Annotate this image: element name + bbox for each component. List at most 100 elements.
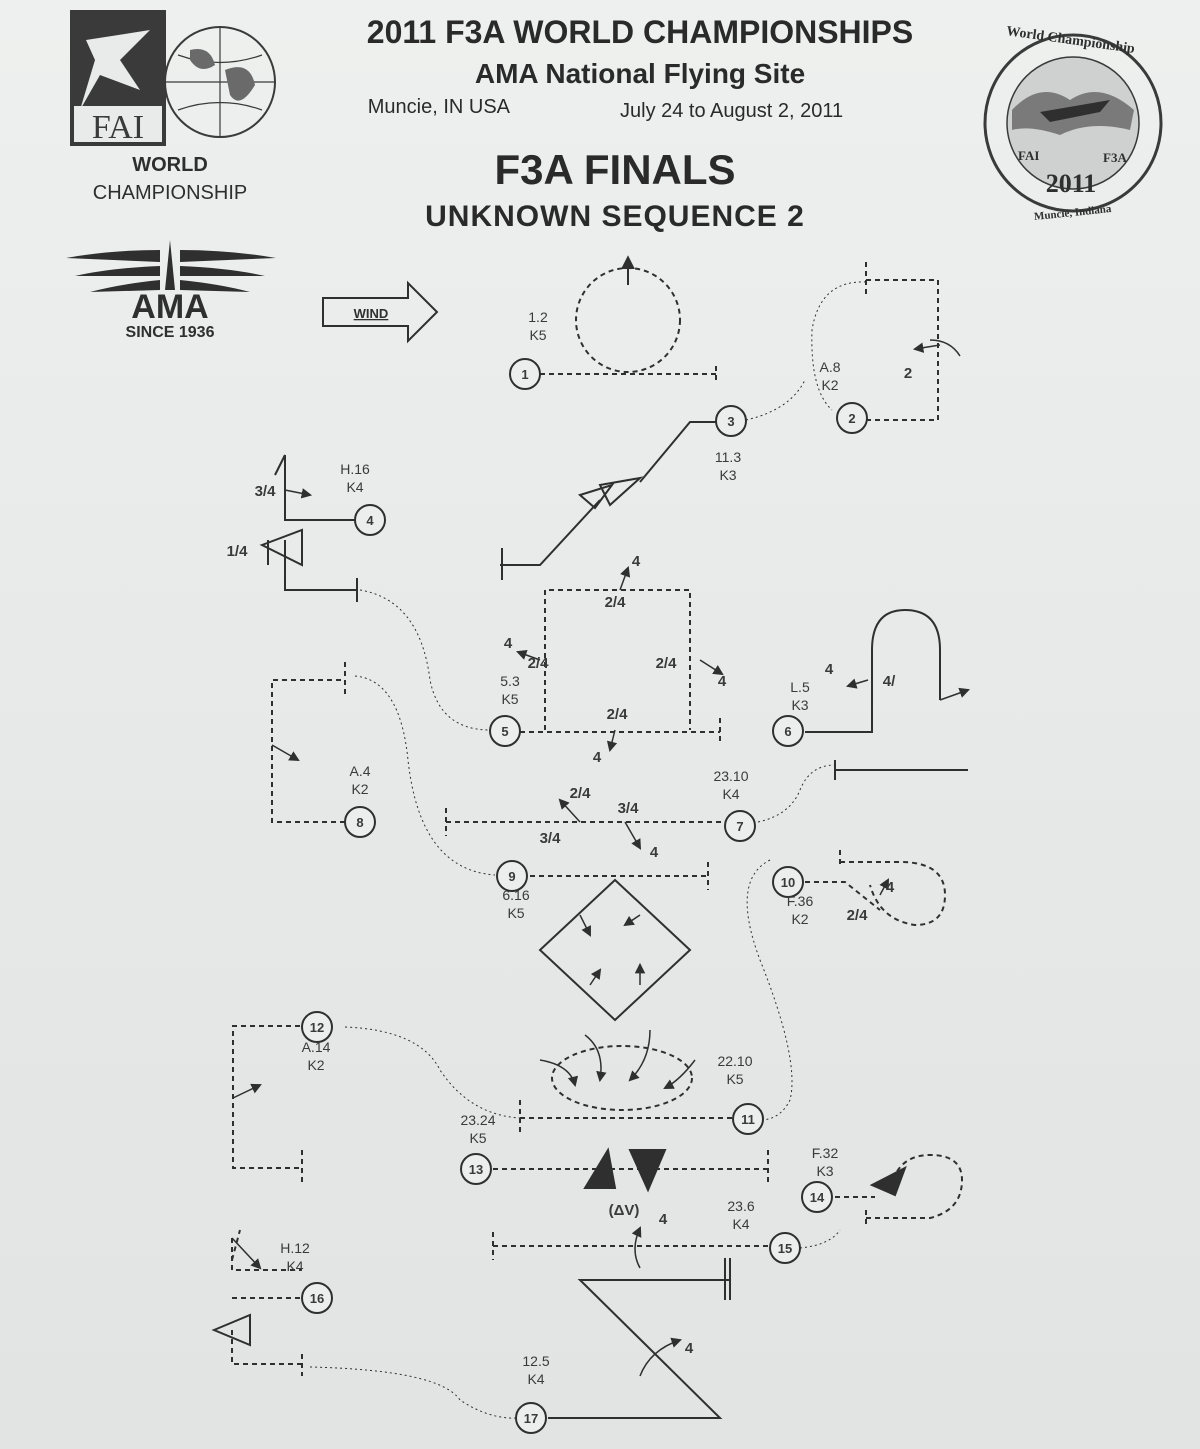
badge-year: 2011: [1046, 169, 1097, 198]
maneuver-number-circle: [301, 1011, 333, 1043]
plane-icon: [1040, 100, 1110, 122]
fai-caption-line1: WORLD: [132, 154, 208, 176]
maneuver-number: 7: [736, 819, 743, 834]
maneuver-code: 23.10: [713, 768, 748, 784]
roll-mark: 4: [718, 673, 727, 690]
maneuver-code: 23.24: [460, 1112, 495, 1128]
maneuver-k-factor: K4: [346, 479, 363, 495]
fai-caption-line2: CHAMPIONSHIP: [92, 182, 248, 204]
roll-mark: 1/4: [227, 543, 249, 560]
maneuver-code: H.16: [340, 461, 370, 477]
roll-mark: 4: [886, 879, 895, 896]
maneuver-number-circle: [769, 1232, 801, 1264]
maneuver-code: 11.3: [715, 449, 741, 465]
maneuver-number: 11: [741, 1112, 755, 1127]
maneuver-number: 12: [310, 1020, 324, 1035]
maneuver-code: 6.16: [502, 887, 529, 903]
roll-mark: 4: [650, 844, 659, 861]
maneuver-code: A.8: [819, 359, 840, 375]
maneuver-k-factor: K4: [722, 786, 739, 802]
badge-top-text: World Championship: [1005, 24, 1136, 57]
maneuver-number: 15: [778, 1241, 792, 1256]
roll-mark: 4: [504, 635, 513, 652]
maneuver-code: 22.10: [717, 1053, 752, 1069]
eagle-icon: [80, 30, 150, 110]
wind-label: WIND: [354, 306, 389, 321]
maneuver-number-circle: [460, 1153, 492, 1185]
roll-mark: 2/4: [528, 655, 550, 672]
maneuver-number-circle: [509, 358, 541, 390]
roll-mark: 2/4: [847, 907, 869, 924]
roll-mark: 2/4: [570, 785, 592, 802]
maneuver-number-circle: [732, 1103, 764, 1135]
maneuver-code: L.5: [790, 679, 810, 695]
maneuver-k-factor: K2: [791, 911, 808, 927]
maneuver-code: F.36: [787, 893, 814, 909]
maneuver-number: 10: [781, 875, 795, 890]
wind-arrow: WIND: [322, 280, 439, 344]
figure-paths: [211, 255, 970, 1419]
roll-mark: 4: [825, 661, 834, 678]
maneuver-labels: 11.2K52A.8K2311.3K34H.16K455.3K56L.5K372…: [280, 309, 868, 1434]
maneuver-code: 5.3: [500, 673, 520, 689]
roll-mark: 4: [593, 749, 602, 766]
badge-f3a: F3A: [1103, 150, 1127, 165]
maneuver-number: 6: [784, 724, 791, 739]
maneuver-k-factor: K2: [821, 377, 838, 393]
maneuver-number-circle: [344, 806, 376, 838]
maneuver-number-circle: [301, 1282, 333, 1314]
fai-text: FAI: [92, 109, 144, 146]
maneuver-number: 9: [508, 869, 515, 884]
maneuver-k-factor: K3: [816, 1163, 833, 1179]
fai-logo: FAI: [70, 10, 276, 146]
site-name: AMA National Flying Site: [474, 58, 806, 89]
maneuver-code: A.14: [302, 1039, 331, 1055]
location: Muncie, IN USA: [367, 96, 510, 118]
championship-badge: World Championship FAI F3A 2011 Muncie, …: [983, 24, 1163, 223]
roll-mark: 2/4: [656, 655, 678, 672]
ama-text: AMA: [131, 288, 208, 326]
maneuver-number: 14: [810, 1190, 825, 1205]
maneuver-code: 1.2: [528, 309, 548, 325]
maneuver-number-circle: [496, 860, 528, 892]
maneuver-code: F.32: [812, 1145, 839, 1161]
maneuver-number-circle: [489, 715, 521, 747]
roll-mark: 3/4: [540, 830, 562, 847]
maneuver-number: 13: [469, 1162, 483, 1177]
roll-mark: 3/4: [255, 483, 277, 500]
maneuver-code: 23.6: [727, 1198, 754, 1214]
maneuver-number: 16: [310, 1291, 324, 1306]
maneuver-k-factor: K5: [507, 905, 524, 921]
roll-mark: 4: [659, 1211, 668, 1228]
torch-icon: [165, 240, 175, 290]
maneuver-code: H.12: [280, 1240, 310, 1256]
main-title: F3A FINALS: [494, 146, 736, 193]
maneuver-number-circle: [836, 402, 868, 434]
roll-mark: 4/: [883, 673, 896, 690]
maneuver-k-factor: K5: [726, 1071, 743, 1087]
maneuver-k-factor: K4: [732, 1216, 749, 1232]
maneuver-number: 3: [727, 414, 734, 429]
maneuver-number: 1: [521, 367, 528, 382]
ama-logo: AMA SINCE 1936: [66, 240, 276, 341]
maneuver-k-factor: K2: [307, 1057, 324, 1073]
badge-fai: FAI: [1018, 148, 1039, 163]
maneuver-code: A.4: [349, 763, 370, 779]
roll-mark: (ΔV): [609, 1202, 640, 1219]
maneuver-number: 4: [366, 513, 374, 528]
maneuver-code: 12.5: [522, 1353, 549, 1369]
roll-mark: 2: [904, 365, 912, 382]
maneuver-k-factor: K3: [719, 467, 736, 483]
maneuver-number-circle: [772, 715, 804, 747]
event-title: 2011 F3A WORLD CHAMPIONSHIPS: [366, 14, 914, 50]
maneuver-number-circle: [515, 1402, 547, 1434]
roll-mark: 2/4: [605, 594, 627, 611]
maneuver-number-circle: [724, 810, 756, 842]
roll-mark: 4: [632, 553, 641, 570]
roll-mark: 4: [685, 1340, 694, 1357]
maneuver-number: 5: [501, 724, 508, 739]
maneuver-k-factor: K5: [469, 1130, 486, 1146]
